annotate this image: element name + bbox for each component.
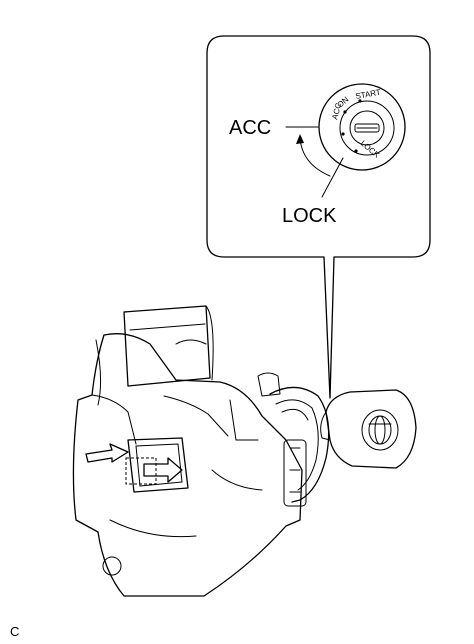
release-slot [125, 437, 189, 493]
ignition-key [320, 389, 417, 469]
lock-label: LOCK [282, 205, 337, 227]
callout-balloon [206, 35, 431, 399]
acc-position-label-small: ACC [330, 102, 343, 121]
start-position-label: START [355, 88, 382, 101]
steering-column-assembly [72, 305, 303, 597]
key-cylinder [269, 386, 330, 507]
rotation-arrowhead [296, 134, 304, 144]
acc-label: ACC [229, 117, 271, 139]
push-direction-arrow [85, 443, 129, 463]
figure-reference-label: C [10, 624, 19, 639]
cylinder-face-detail: ON START ACC LOCK [318, 83, 406, 171]
rotation-arrow [299, 137, 331, 177]
lock-position-label-small: LOCK [359, 139, 382, 160]
lock-leader-line [321, 157, 344, 198]
